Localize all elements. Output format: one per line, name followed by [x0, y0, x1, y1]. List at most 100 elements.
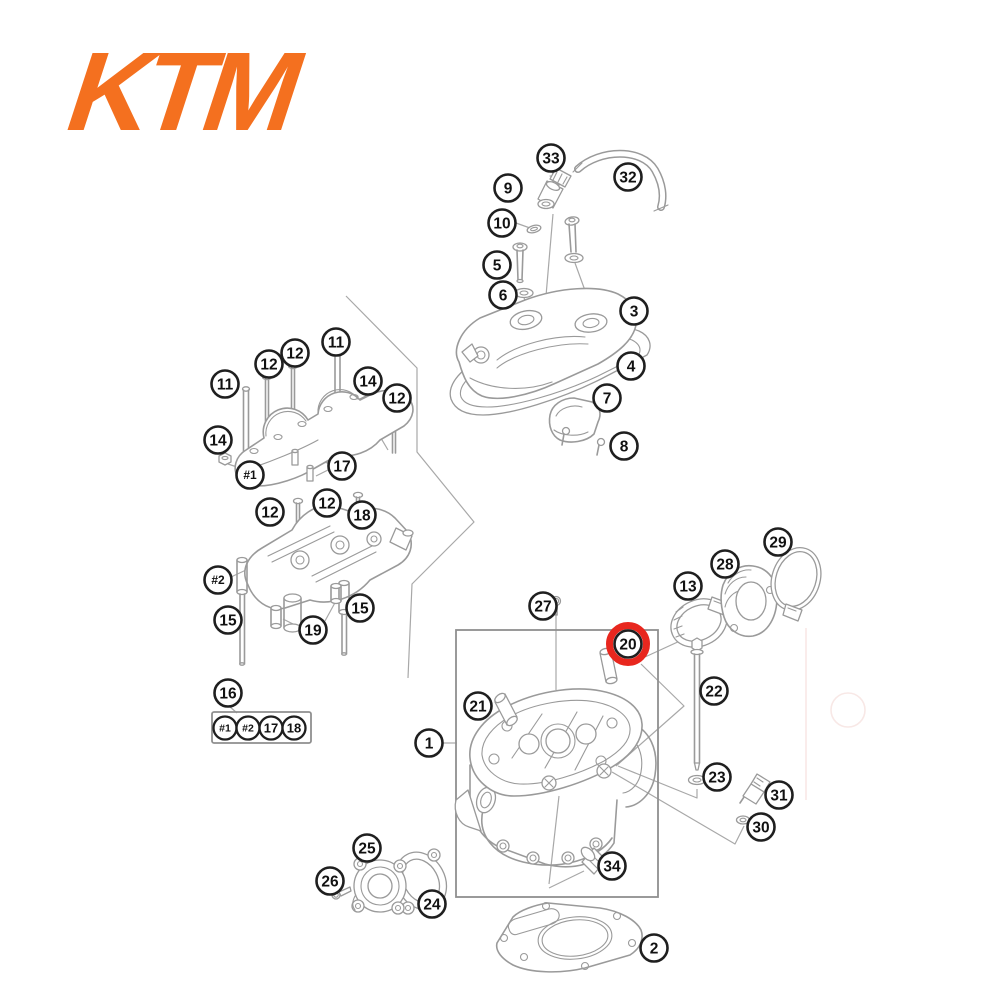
callout-18[interactable]: 18	[347, 500, 377, 530]
callout-16[interactable]: 16	[213, 678, 243, 708]
callout-12e[interactable]: 12	[312, 488, 342, 518]
legend-item-hash2[interactable]: #2	[235, 715, 261, 741]
svg-text:17: 17	[333, 458, 350, 475]
callout-34[interactable]: 34	[597, 851, 627, 881]
legend-box	[211, 711, 312, 744]
ktm-logo: KTM	[52, 30, 315, 155]
callout-26[interactable]: 26	[315, 866, 345, 896]
hose-clamp-large-drawing	[670, 596, 729, 648]
svg-text:24: 24	[423, 896, 441, 913]
svg-text:6: 6	[499, 287, 508, 304]
svg-text:16: 16	[219, 685, 237, 702]
callout-11a[interactable]: 11	[210, 369, 240, 399]
callout-20[interactable]: 20	[613, 629, 643, 659]
callout-15a[interactable]: 15	[213, 605, 243, 635]
callout-2[interactable]: 2	[639, 933, 669, 963]
callout-5[interactable]: 5	[482, 250, 512, 280]
svg-text:23: 23	[708, 769, 726, 786]
svg-text:27: 27	[534, 598, 551, 615]
svg-text:26: 26	[321, 873, 339, 890]
cover-bolt-right-drawing	[564, 216, 584, 264]
svg-text:8: 8	[620, 438, 629, 455]
assembly-pointer-bracket	[345, 295, 475, 679]
callout-12c[interactable]: 12	[382, 383, 412, 413]
callout-15b[interactable]: 15	[345, 593, 375, 623]
svg-text:10: 10	[493, 215, 510, 232]
cam-bridge-drawing	[234, 389, 414, 487]
svg-text:17: 17	[264, 721, 278, 736]
callout-17[interactable]: 17	[327, 451, 357, 481]
svg-text:29: 29	[769, 534, 787, 551]
callout-1[interactable]: 1	[414, 728, 444, 758]
assembly-boundary-box	[455, 629, 659, 898]
svg-text:12: 12	[318, 495, 335, 512]
svg-text:12: 12	[260, 356, 277, 373]
svg-text:#2: #2	[242, 723, 254, 735]
callout-14b[interactable]: 14	[203, 425, 233, 455]
legend-item-18[interactable]: 18	[281, 715, 307, 741]
callout-9[interactable]: 9	[493, 173, 523, 203]
legend-item-17[interactable]: 17	[258, 715, 284, 741]
callout-10[interactable]: 10	[487, 208, 517, 238]
svg-text:12: 12	[261, 504, 278, 521]
callout-7[interactable]: 7	[592, 383, 622, 413]
callout-8[interactable]: 8	[609, 431, 639, 461]
callout-29[interactable]: 29	[763, 527, 793, 557]
callout-21[interactable]: 21	[463, 691, 493, 721]
callout-32[interactable]: 32	[613, 162, 643, 192]
svg-text:2: 2	[650, 940, 659, 957]
hose-clamp-small-drawing	[770, 547, 822, 622]
sensor-drawing	[739, 773, 771, 805]
water-flange-drawing	[351, 857, 407, 915]
rocker-assembly-drawing	[244, 504, 414, 633]
breather-valve-drawing	[537, 167, 572, 210]
svg-text:1: 1	[425, 735, 434, 752]
callouts: 33 32 9 10 5 6 3 4 7 8 11 12 12 11 14 12…	[203, 143, 794, 963]
svg-text:19: 19	[304, 622, 322, 639]
callout-hash2[interactable]: #2	[203, 565, 233, 595]
svg-text:12: 12	[388, 390, 405, 407]
callout-11b[interactable]: 11	[321, 327, 351, 357]
callout-19[interactable]: 19	[298, 615, 328, 645]
callout-25[interactable]: 25	[352, 833, 382, 863]
svg-text:28: 28	[716, 556, 734, 573]
callout-22[interactable]: 22	[699, 676, 729, 706]
valve-cover-drawing	[455, 287, 638, 400]
svg-text:12: 12	[286, 345, 303, 362]
callout-28[interactable]: 28	[710, 549, 740, 579]
callout-6[interactable]: 6	[488, 280, 518, 310]
callout-hash1[interactable]: #1	[235, 460, 265, 490]
callout-4[interactable]: 4	[616, 351, 646, 381]
ktm-logo-text: KTM	[52, 30, 315, 155]
callout-12b[interactable]: 12	[280, 338, 310, 368]
svg-text:32: 32	[619, 169, 636, 186]
svg-text:18: 18	[287, 721, 301, 736]
callout-13[interactable]: 13	[673, 571, 703, 601]
svg-text:4: 4	[627, 358, 636, 375]
svg-text:33: 33	[542, 150, 560, 167]
svg-text:5: 5	[493, 257, 502, 274]
bracket-bolts-drawing	[561, 426, 606, 456]
stud-right-drawing	[338, 579, 350, 656]
callout-14a[interactable]: 14	[353, 366, 383, 396]
callout-33[interactable]: 33	[536, 143, 566, 173]
callout-24[interactable]: 24	[417, 889, 447, 919]
svg-text:25: 25	[358, 840, 376, 857]
svg-text:13: 13	[679, 578, 697, 595]
legend-item-hash1[interactable]: #1	[212, 715, 238, 741]
head-gasket-drawing	[495, 901, 643, 973]
callout-30[interactable]: 30	[746, 812, 776, 842]
svg-text:18: 18	[353, 507, 371, 524]
callout-23[interactable]: 23	[702, 762, 732, 792]
stud-left-drawing	[236, 556, 248, 666]
callout-12d[interactable]: 12	[255, 497, 285, 527]
callout-27[interactable]: 27	[528, 591, 558, 621]
svg-text:22: 22	[705, 683, 722, 700]
svg-text:#1: #1	[243, 468, 257, 482]
svg-text:#1: #1	[219, 723, 231, 735]
svg-text:15: 15	[219, 612, 237, 629]
svg-text:15: 15	[351, 600, 369, 617]
callout-12a[interactable]: 12	[254, 349, 284, 379]
callout-31[interactable]: 31	[764, 780, 794, 810]
callout-3[interactable]: 3	[619, 296, 649, 326]
